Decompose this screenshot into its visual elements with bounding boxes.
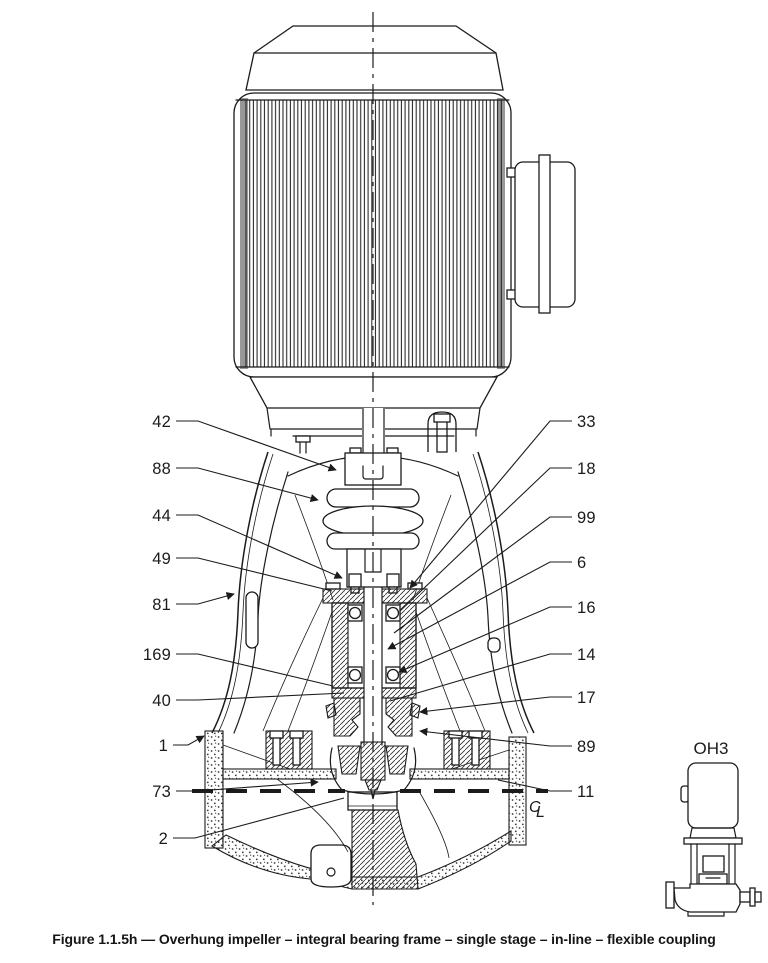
motor: [233, 25, 576, 378]
callout-17: 17: [577, 689, 596, 707]
callout-88: 88: [152, 460, 171, 478]
ball-bearing-lower: [347, 666, 401, 684]
pump-casing: [204, 730, 527, 890]
part-callouts: 42 88 44 49 81 169 40 1 73 2 33 18 99 6 …: [143, 413, 596, 848]
callout-42: 42: [152, 413, 171, 431]
svg-text:C: C: [529, 799, 541, 816]
volute-cutwater: [351, 809, 419, 890]
callout-16: 16: [577, 599, 596, 617]
pump-type-thumbnail: OH3: [665, 739, 762, 917]
svg-text:L: L: [536, 804, 545, 821]
callout-1: 1: [159, 737, 168, 755]
centerline-symbol-icon: C L: [529, 799, 545, 821]
motor-support-stand: [211, 376, 535, 734]
callout-11: 11: [577, 783, 595, 801]
stand-bolt: [295, 435, 311, 454]
ball-bearing-upper: [347, 604, 401, 622]
callout-73: 73: [152, 783, 171, 801]
callout-99: 99: [577, 509, 596, 527]
motor-fan-cover: [245, 25, 504, 91]
conduit-box: [506, 154, 576, 314]
mechanical-seal-gland: [325, 697, 421, 737]
casing-boss-left: [265, 730, 313, 770]
leader-lines: [173, 420, 572, 839]
pump-type-code: OH3: [694, 739, 729, 758]
stand-notch: [487, 637, 501, 653]
bearing-frame: [262, 582, 486, 746]
casing-foot-lug: [310, 844, 352, 888]
callout-2: 2: [159, 830, 168, 848]
callout-18: 18: [577, 460, 596, 478]
mini-pump-icon: [665, 762, 762, 917]
callout-40: 40: [152, 692, 171, 710]
callout-33: 33: [577, 413, 596, 431]
callout-49: 49: [152, 550, 171, 568]
callout-89: 89: [577, 738, 596, 756]
callout-6: 6: [577, 554, 586, 572]
casing-boss-right: [443, 730, 491, 770]
callout-81: 81: [152, 596, 171, 614]
flexible-coupling: [322, 407, 424, 594]
stand-handhole-slot: [245, 591, 259, 649]
callout-169: 169: [143, 646, 171, 664]
centerlines: C L: [192, 12, 548, 905]
callout-14: 14: [577, 646, 596, 664]
callout-44: 44: [152, 507, 171, 525]
figure-caption: Figure 1.1.5h — Overhung impeller – inte…: [52, 931, 716, 947]
